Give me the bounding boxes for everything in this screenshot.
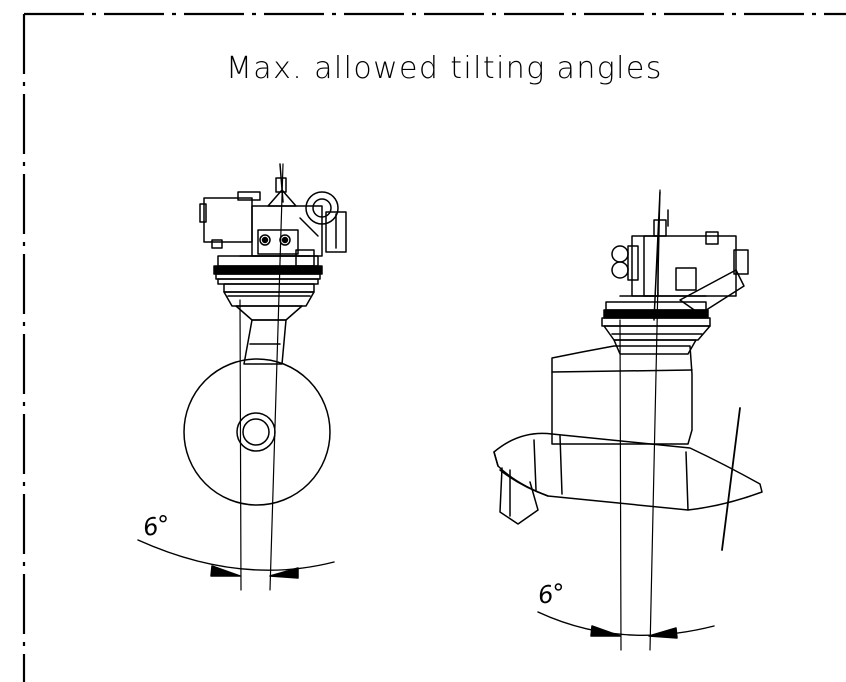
left-tilted-axis-line <box>270 164 283 590</box>
right-thruster-view <box>494 190 762 650</box>
right-tilted-axis-line <box>650 190 660 650</box>
left-stem <box>236 306 302 364</box>
left-tilt-angle-label: 6° <box>140 509 173 543</box>
left-propeller-disc <box>184 359 330 505</box>
right-motor-unit <box>612 192 748 320</box>
right-arrow-head-1 <box>591 626 620 636</box>
drawing-title: Max. allowed tilting angles <box>226 51 663 86</box>
right-dimension-arc <box>538 612 714 635</box>
right-nozzle-duct <box>494 433 762 510</box>
right-arrow-head-2 <box>649 628 677 638</box>
right-vertical-reference-line <box>620 320 621 650</box>
left-arrow-head-1 <box>211 566 240 576</box>
left-vertical-reference-line <box>240 300 241 590</box>
left-slewing-bearing <box>214 266 322 306</box>
drawing-frame <box>24 14 846 682</box>
right-strut-housing <box>552 346 692 444</box>
left-thruster-view <box>138 164 346 590</box>
right-propeller-line <box>722 408 740 550</box>
right-tilt-angle-label: 6° <box>536 578 568 610</box>
left-arrow-head-2 <box>270 568 298 578</box>
right-slewing-bearing <box>602 302 710 354</box>
left-motor-unit <box>200 164 346 266</box>
left-dimension-arc <box>138 540 334 570</box>
right-fin <box>500 468 538 524</box>
